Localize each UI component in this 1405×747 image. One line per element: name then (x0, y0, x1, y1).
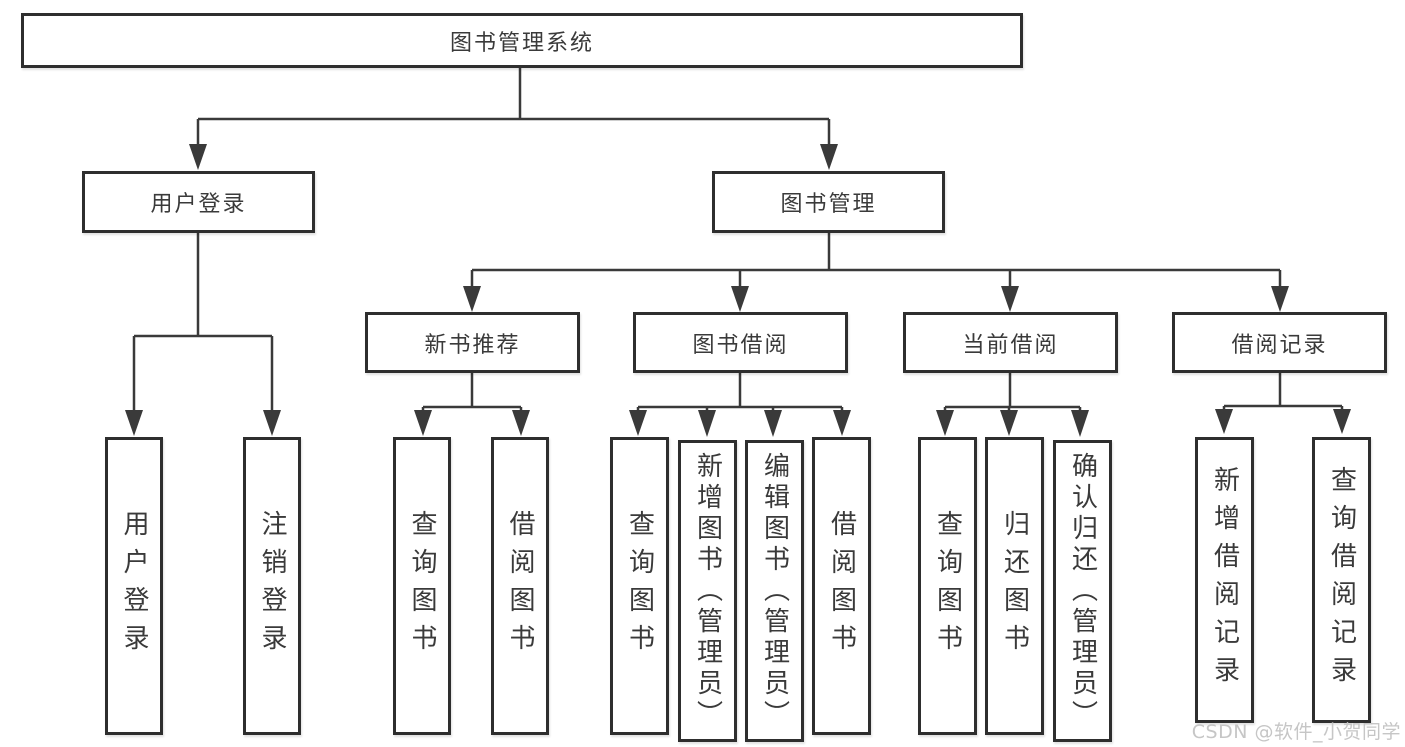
node-label: 新书推荐 (424, 332, 521, 358)
node-label: 借阅图书 (505, 510, 535, 662)
leaf-add-book-admin: 新增图书（管理员） (678, 440, 737, 742)
node-label: 编辑图书（管理员） (759, 451, 790, 731)
leaf-query-borrow-record: 查询借阅记录 (1312, 437, 1371, 723)
leaf-confirm-return-admin: 确认归还（管理员） (1053, 440, 1112, 742)
node-label: 查询图书 (407, 510, 437, 662)
node-current-borrow: 当前借阅 (903, 312, 1118, 373)
node-label: 查询借阅记录 (1326, 466, 1357, 694)
leaf-edit-book-admin: 编辑图书（管理员） (745, 440, 804, 742)
arrowheads (125, 144, 1351, 437)
leaf-return-books: 归还图书 (985, 437, 1044, 735)
leaf-borrow-query-books: 查询图书 (610, 437, 669, 735)
node-label: 借阅记录 (1231, 332, 1328, 358)
leaf-user-login: 用户登录 (105, 437, 163, 735)
leaf-current-query-books: 查询图书 (918, 437, 977, 735)
node-book-management: 图书管理 (712, 171, 945, 233)
node-label: 用户登录 (150, 192, 247, 217)
node-label: 确认归还（管理员） (1067, 451, 1098, 731)
node-label: 新增图书（管理员） (692, 451, 723, 731)
node-borrow-records: 借阅记录 (1172, 312, 1387, 373)
node-label: 用户登录 (119, 510, 149, 662)
node-label: 当前借阅 (962, 332, 1059, 358)
node-label: 查询图书 (932, 510, 963, 662)
node-label: 图书管理 (780, 192, 877, 217)
node-label: 查询图书 (624, 510, 655, 662)
node-label: 归还图书 (999, 510, 1030, 662)
node-label: 注销登录 (257, 510, 287, 662)
node-label: 新增借阅记录 (1209, 466, 1240, 694)
node-root-system: 图书管理系统 (21, 13, 1023, 68)
leaf-recommend-query-books: 查询图书 (393, 437, 451, 735)
node-user-login: 用户登录 (82, 171, 315, 233)
node-label: 图书借阅 (692, 332, 789, 358)
leaf-add-borrow-record: 新增借阅记录 (1195, 437, 1254, 723)
node-label: 借阅图书 (826, 510, 857, 662)
node-label: 图书管理系统 (449, 30, 594, 56)
leaf-borrow-books: 借阅图书 (812, 437, 871, 735)
node-new-book-recommend: 新书推荐 (365, 312, 580, 373)
leaf-recommend-borrow-books: 借阅图书 (491, 437, 549, 735)
leaf-logout: 注销登录 (243, 437, 301, 735)
node-book-borrow: 图书借阅 (633, 312, 848, 373)
csdn-watermark: CSDN @软件_小贺同学 (1191, 721, 1401, 743)
